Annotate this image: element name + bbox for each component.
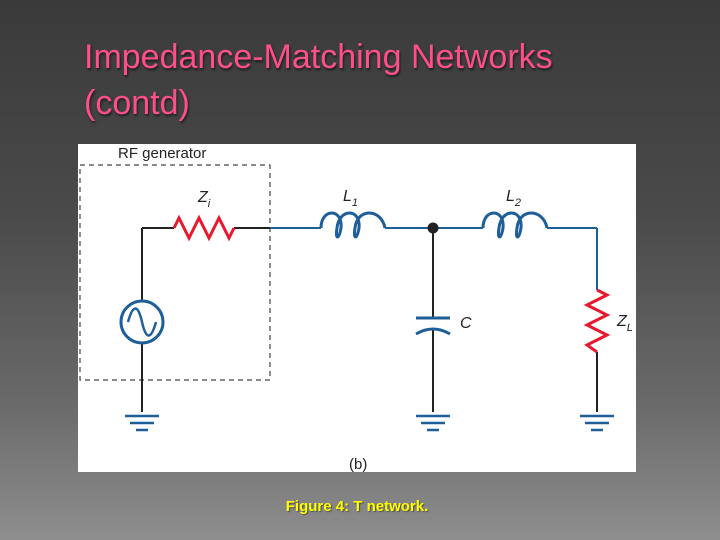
- circuit-schematic: RF generator Zi L: [79, 145, 633, 472]
- ac-source-icon: [119, 299, 165, 345]
- slide-title-line-2: (contd): [84, 84, 190, 122]
- zi-label: Zi: [197, 189, 211, 210]
- ground-icon-capacitor: [416, 414, 450, 432]
- slide-title: Impedance-Matching Networks (contd): [84, 34, 684, 126]
- l1-label: L1: [343, 188, 358, 209]
- l2-inductor: [481, 211, 549, 239]
- capacitor: [415, 316, 451, 336]
- l2-label: L2: [506, 188, 521, 209]
- generator-wiring: [141, 227, 598, 412]
- l1-inductor: [319, 211, 387, 239]
- generator-boundary-box: [79, 164, 271, 381]
- generator-label: RF generator: [118, 145, 206, 162]
- capacitor-label: C: [460, 315, 472, 332]
- junction-node: [427, 222, 439, 234]
- zi-resistor: [172, 214, 236, 242]
- zl-resistor: [583, 288, 611, 354]
- ground-icon-generator: [125, 414, 159, 432]
- figure-caption: Figure 4: T network.: [285, 498, 429, 515]
- zl-label: ZL: [616, 313, 633, 334]
- part-label: (b): [349, 456, 367, 472]
- slide-title-line-1: Impedance-Matching Networks: [84, 38, 553, 76]
- t-network-diagram: RF generator Zi L: [78, 144, 636, 472]
- ground-icon-load: [580, 414, 614, 432]
